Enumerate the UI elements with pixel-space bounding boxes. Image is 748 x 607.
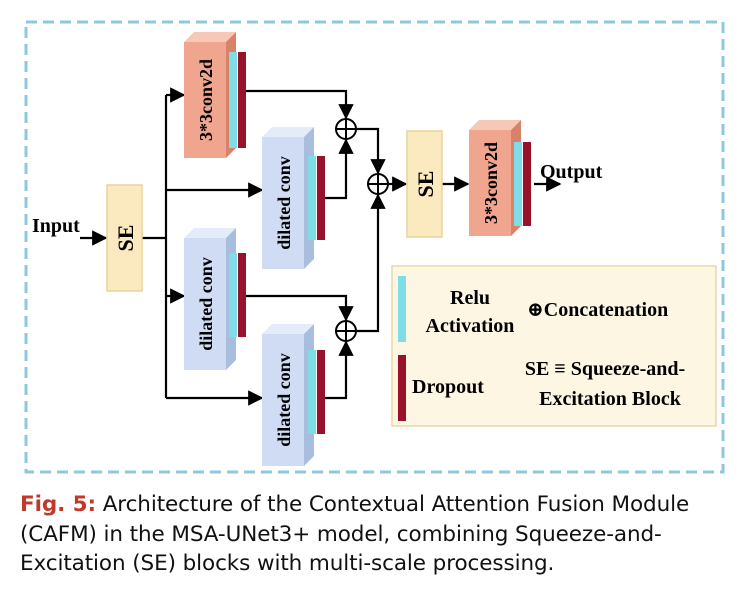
- output-label: Output: [540, 161, 603, 183]
- legend: Relu Activation ⊕Concatenation Dropout S…: [391, 265, 717, 427]
- legend-se-line1: SE ≡ Squeeze-and-: [525, 358, 685, 380]
- legend-dropout: Dropout: [412, 376, 484, 398]
- se-block-input: SE: [106, 184, 143, 292]
- conv-to-concat-a: [246, 89, 354, 120]
- legend-box: [391, 265, 717, 427]
- concat-node-b: [335, 320, 357, 342]
- dropout-bar: [317, 156, 325, 240]
- figure-caption: Fig. 5: Architecture of the Contextual A…: [20, 490, 735, 579]
- relu-bar: [229, 253, 237, 337]
- connections: [80, 87, 562, 406]
- dilated-conv-block-2: dilated conv: [184, 228, 236, 370]
- module-frame: [24, 20, 725, 474]
- legend-se-line2: Excitation Block: [539, 388, 682, 410]
- se-block-output-label: SE: [413, 171, 438, 198]
- concat-node-a: [335, 118, 357, 140]
- dilated3-to-concat-b: [325, 340, 354, 400]
- dilated2-to-concat-b: [246, 294, 354, 322]
- dilated-conv-block-1-label: dilated conv: [274, 156, 294, 250]
- concat-node-c: [367, 173, 389, 195]
- dropout-bar: [238, 52, 246, 148]
- dilated1-to-concat-a: [325, 138, 354, 200]
- legend-relu-line1: Relu: [450, 287, 490, 309]
- legend-relu-line2: Activation: [426, 315, 515, 337]
- se-block-output: SE: [406, 130, 443, 238]
- dropout-bar: [523, 142, 531, 226]
- concat-b-to-c: [357, 193, 386, 333]
- dropout-bar: [238, 253, 246, 337]
- legend-dropout-swatch: [398, 355, 406, 421]
- legend-concat: ⊕Concatenation: [527, 299, 668, 321]
- conv-block-top-label: 3*3conv2d: [196, 59, 216, 141]
- conv-block-top: 3*3conv2d: [184, 32, 236, 158]
- dilated-conv-block-1: dilated conv: [262, 127, 314, 269]
- dropout-bar: [317, 350, 325, 434]
- relu-bar: [308, 350, 316, 434]
- dilated-conv-block-3: dilated conv: [262, 324, 314, 466]
- relu-bar: [514, 142, 522, 226]
- se-block-input-label: SE: [113, 225, 138, 252]
- figure-label: Fig. 5:: [20, 492, 96, 517]
- dilated-conv-block-3-label: dilated conv: [274, 353, 294, 447]
- cafm-architecture-diagram: SE SE 3*3conv2d dilated conv dilated con…: [24, 20, 725, 474]
- input-label: Input: [32, 215, 80, 237]
- conv-block-output-label: 3*3conv2d: [481, 142, 501, 224]
- concat-a-to-c: [357, 127, 386, 175]
- relu-bar: [229, 52, 237, 148]
- dilated-conv-block-2-label: dilated conv: [196, 257, 216, 351]
- conv-block-output: 3*3conv2d: [469, 120, 521, 236]
- legend-relu-swatch: [398, 276, 406, 342]
- figure-caption-text: Architecture of the Contextual Attention…: [20, 492, 690, 576]
- relu-bar: [308, 156, 316, 240]
